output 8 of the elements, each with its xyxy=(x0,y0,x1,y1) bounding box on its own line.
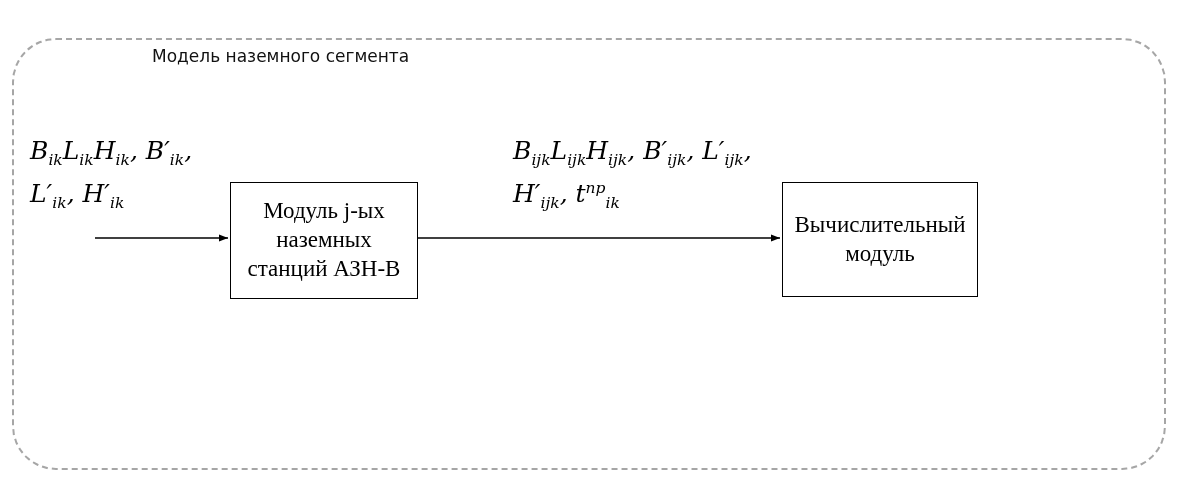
box-label: Вычислительный модуль xyxy=(793,210,967,268)
edge-label: B$_{ik}$L$_{ik}$H$_{ik}$, B′$_{ik}$, L′$_{ik}$, H′$_{ik}$ xyxy=(30,135,194,215)
box-label: Модуль j-ых наземных станций АЗН-В xyxy=(246,197,402,283)
segment-group-frame xyxy=(12,38,1166,470)
group-title: Модель наземного сегмента xyxy=(152,46,410,66)
process-box xyxy=(230,182,418,299)
arrow xyxy=(94,234,229,242)
process-box xyxy=(782,182,978,297)
